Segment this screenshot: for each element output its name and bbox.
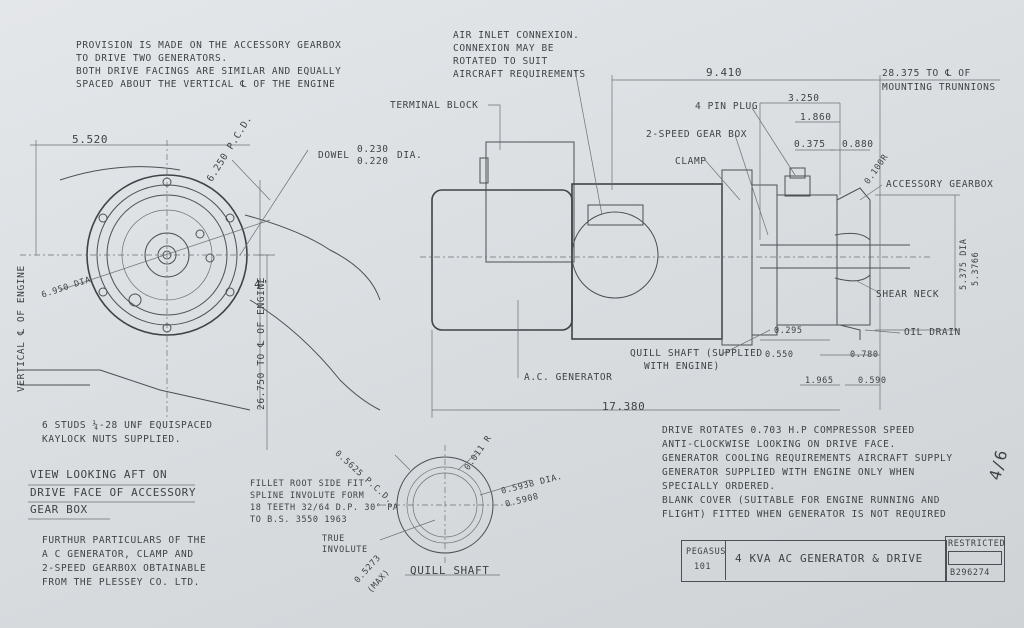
view-title-1: VIEW LOOKING AFT ON [30, 468, 168, 481]
dowel-dim-a: 0.230 [357, 144, 389, 155]
ac-generator-label: A.C. GENERATOR [524, 372, 613, 383]
true-involute-2: INVOLUTE [322, 545, 368, 555]
dim-0880: 0.880 [842, 139, 874, 150]
dim-0295: 0.295 [774, 326, 803, 336]
dim-0780: 0.780 [850, 350, 879, 360]
provision-note-3: BOTH DRIVE FACINGS ARE SIMILAR AND EQUAL… [76, 66, 342, 77]
dim-3250: 3.250 [788, 93, 820, 104]
dowel-label: DOWEL [318, 150, 350, 161]
air-inlet-note-1: AIR INLET CONNEXION. [453, 30, 580, 41]
quill-supplied-1: QUILL SHAFT (SUPPLIED [630, 348, 763, 359]
dowel-dia: DIA. [397, 150, 423, 161]
spline-note-3: 18 TEETH 32/64 D.P. 30° PA [250, 503, 399, 513]
further-note-4: FROM THE PLESSEY Co. LTD. [42, 577, 200, 588]
quill-shaft-title: QUILL SHAFT [410, 564, 490, 577]
air-inlet-note-2: CONNEXION MAY BE [453, 43, 555, 54]
dim-9410: 9.410 [706, 66, 743, 79]
title-block [681, 540, 947, 582]
terminal-block-label: TERMINAL BLOCK [390, 100, 479, 111]
four-pin-plug-label: 4 PIN PLUG [695, 101, 759, 112]
true-involute-1: TRUE [322, 534, 345, 544]
drive-note-3: GENERATOR COOLING REQUIREMENTS AIRCRAFT … [662, 453, 953, 464]
air-inlet-note-4: AIRCRAFT REQUIREMENTS [453, 69, 586, 80]
oil-drain-label: OIL DRAIN [904, 327, 961, 338]
restricted-label: RESTRICTED [948, 539, 1006, 549]
dim-53766: 5.3766 [971, 251, 981, 286]
shear-neck-label: SHEAR NECK [876, 289, 940, 300]
mounting-note-1: 28.375 TO ℄ OF [882, 68, 971, 79]
drive-note-5: SPECIALLY ORDERED. [662, 481, 776, 492]
dim-5375: 5.375 DIA [959, 238, 969, 290]
further-note-3: 2-SPEED GEARBOX OBTAINABLE [42, 563, 207, 574]
air-inlet-note-3: ROTATED TO SUIT [453, 56, 548, 67]
drawing-number: B296274 [950, 568, 991, 578]
provision-note-2: TO DRIVE TWO GENERATORS. [76, 53, 228, 64]
generator-side-view [420, 69, 1000, 418]
studs-note-1: 6 STUDS ¼-28 UNF EQUISPACED [42, 420, 213, 431]
drive-note-6: BLANK COVER (SUITABLE FOR ENGINE RUNNING… [662, 495, 941, 506]
quill-supplied-2: WITH ENGINE) [644, 361, 720, 372]
dim-0590: 0.590 [858, 376, 887, 386]
mounting-note-2: MOUNTING TRUNNIONS [882, 82, 996, 93]
two-speed-gearbox-label: 2-SPEED GEAR BOX [646, 129, 748, 140]
further-note-2: A C GENERATOR, CLAMP AND [42, 549, 194, 560]
dim-1965: 1.965 [805, 376, 834, 386]
provision-note-1: PROVISION IS MADE ON THE ACCESSORY GEARB… [76, 40, 342, 51]
drive-note-2: ANTI-CLOCKWISE LOOKING ON DRIVE FACE. [662, 439, 896, 450]
title-block-divider [681, 540, 726, 580]
view-title-2: DRIVE FACE OF ACCESSORY [30, 486, 197, 499]
dim-17380: 17.380 [602, 400, 646, 413]
quill-shaft-spline [379, 445, 531, 576]
studs-note-2: KAYLOCK NUTS SUPPLIED. [42, 434, 182, 445]
spline-note-4: TO B.S. 3550 1963 [250, 515, 348, 525]
dim-0550: 0.550 [765, 350, 794, 360]
to-cl-engine-label: 26.750 TO ℄ OF ENGINE [256, 276, 267, 410]
restricted-box [945, 536, 1005, 582]
spline-note-1: FILLET ROOT SIDE FIT [250, 479, 365, 489]
drive-note-4: GENERATOR SUPPLIED WITH ENGINE ONLY WHEN [662, 467, 915, 478]
dim-0375: 0.375 [794, 139, 826, 150]
dim-four-inch: 4" [254, 278, 269, 291]
dim-1860: 1.860 [800, 112, 832, 123]
title-block-project: PEGASUS [686, 547, 727, 557]
drive-note-1: DRIVE ROTATES 0.703 H.P COMPRESSOR SPEED [662, 425, 915, 436]
dim-5520: 5.520 [72, 133, 109, 146]
drive-note-7: FLIGHT) FITTED WHEN GENERATOR IS NOT REQ… [662, 509, 947, 520]
title-block-title: 4 KVA AC GENERATOR & DRIVE [735, 552, 923, 565]
clamp-label: CLAMP [675, 156, 707, 167]
dowel-dim-b: 0.220 [357, 156, 389, 167]
vertical-cl-label: VERTICAL ℄ OF ENGINE [16, 265, 27, 392]
further-note-1: FURTHUR PARTICULARS OF THE [42, 535, 207, 546]
drive-face-view [20, 140, 381, 450]
title-block-number: 101 [694, 562, 712, 572]
spline-note-2: SPLINE INVOLUTE FORM [250, 491, 365, 501]
view-title-3: GEAR BOX [30, 503, 88, 516]
provision-note-4: SPACED ABOUT THE VERTICAL ℄ OF THE ENGIN… [76, 79, 336, 90]
restricted-grid [948, 551, 1002, 565]
accessory-gearbox-label: ACCESSORY GEARBOX [886, 179, 994, 190]
